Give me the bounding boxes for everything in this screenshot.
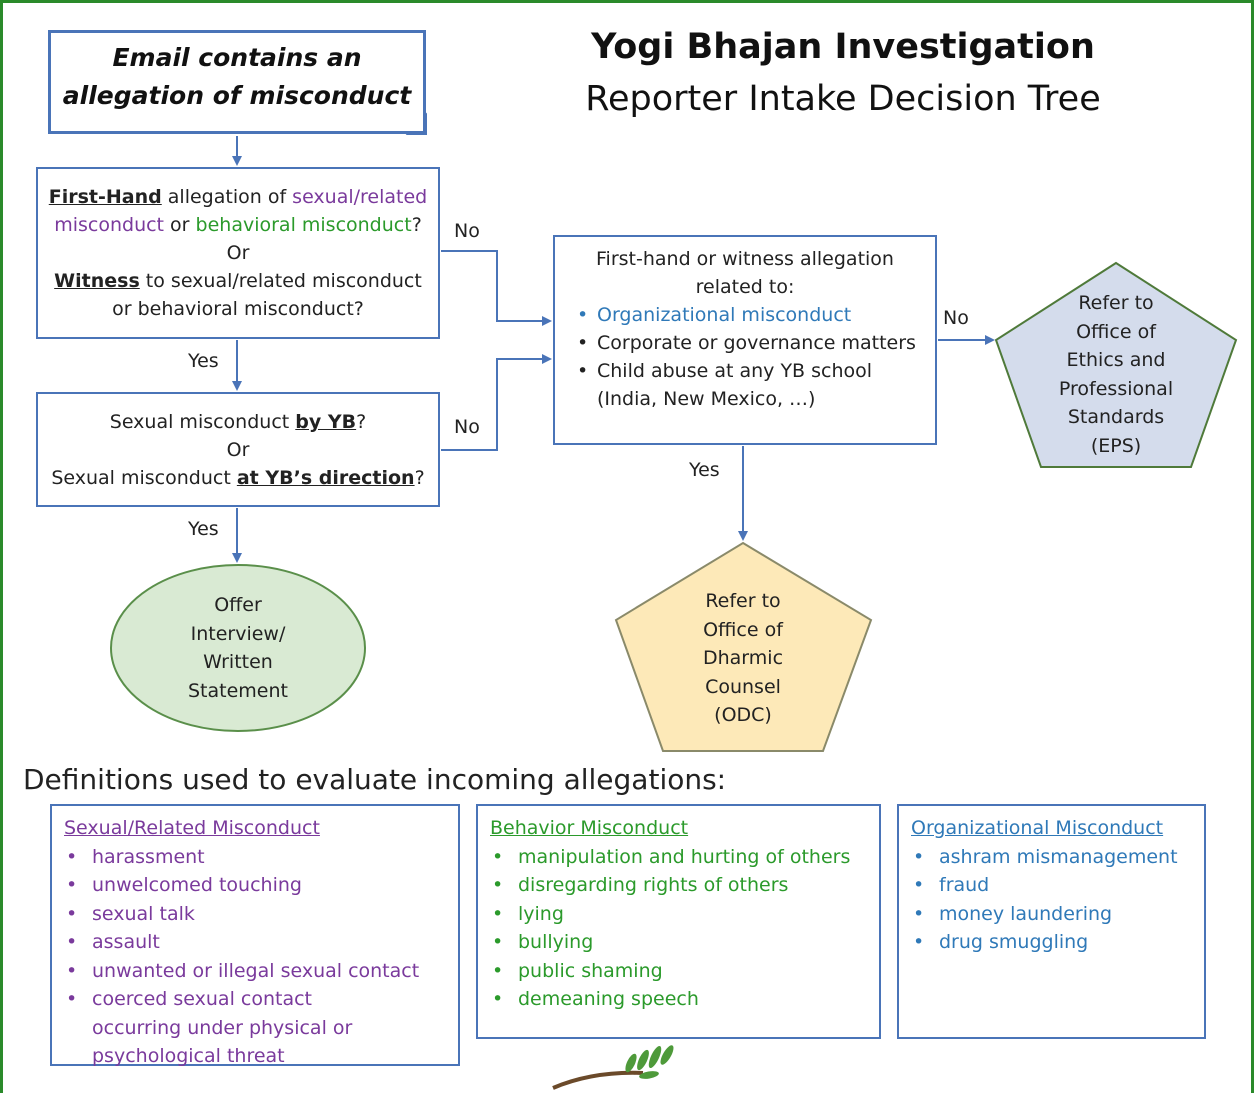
definition-list-organizational: ashram mismanagement fraud money launder… <box>911 843 1192 957</box>
interview-outcome-text: Offer Interview/ Written Statement <box>158 591 318 705</box>
definition-item: bullying <box>490 928 867 957</box>
witness-rest-text: to sexual/related misconduct or behavior… <box>112 270 422 320</box>
question1-line-b: Witness to sexual/related misconduct or … <box>48 267 428 323</box>
connector-q2-no-to-q3 <box>441 354 552 451</box>
interview-line: Interview/ <box>190 622 286 645</box>
interview-line: Offer <box>214 594 262 616</box>
definition-item: manipulation and hurting of others <box>490 843 867 872</box>
question-organizational-allegation: First-hand or witness allegation related… <box>553 235 937 445</box>
connector-q1-no-to-q3 <box>441 250 552 326</box>
definition-item: public shaming <box>490 957 867 986</box>
question1-or: Or <box>226 242 250 264</box>
definition-item: disregarding rights of others <box>490 871 867 900</box>
edge-label-q1-no: No <box>454 220 480 242</box>
question3-list: Organizational misconduct Corporate or g… <box>569 301 921 413</box>
connectors-layer <box>110 112 1238 1090</box>
odc-line: Office of <box>703 618 783 641</box>
definition-item: unwelcomed touching <box>64 871 446 900</box>
question3-item: Corporate or governance matters <box>569 329 921 357</box>
start-node-line-1: Email contains an <box>112 43 362 72</box>
odc-line: Dharmic <box>702 647 784 669</box>
eps-line: Ethics and <box>1066 349 1166 371</box>
sexual-related-text: sexual/related misconduct <box>54 186 428 236</box>
question3-item: Child abuse at any YB school (India, New… <box>569 357 921 413</box>
odc-outcome-text: Refer to Office of Dharmic Counsel (ODC) <box>663 587 823 730</box>
definition-item: sexual talk <box>64 900 446 929</box>
title-line-2: Reporter Intake Decision Tree <box>585 79 1101 119</box>
definition-item: coerced sexual contact occurring under p… <box>64 985 392 1071</box>
eps-line: Professional <box>1058 377 1174 400</box>
odc-line: (ODC) <box>714 704 772 726</box>
definition-item: lying <box>490 900 867 929</box>
definition-item: harassment <box>64 843 446 872</box>
q2-qmark2: ? <box>414 467 425 489</box>
interview-line: Statement <box>188 679 288 702</box>
start-node-text: Email contains an allegation of miscondu… <box>51 33 423 115</box>
definition-list-sexual: harassment unwelcomed touching sexual ta… <box>64 843 446 1071</box>
first-hand-label: First-Hand <box>48 186 162 208</box>
definition-item: demeaning speech <box>490 985 867 1014</box>
question3-heading: First-hand or witness allegation related… <box>596 248 894 298</box>
eps-line: Refer to <box>1078 292 1154 314</box>
definition-item: unwanted or illegal sexual contact <box>64 957 446 986</box>
question-mark-1: ? <box>411 214 422 236</box>
question3-item: Organizational misconduct <box>569 301 921 329</box>
edge-label-q2-yes: Yes <box>188 518 219 540</box>
definitions-heading: Definitions used to evaluate incoming al… <box>23 763 727 796</box>
at-direction-label: at YB’s direction <box>236 467 415 489</box>
behavioral-text: behavioral misconduct <box>195 214 412 236</box>
witness-label: Witness <box>54 270 140 292</box>
definition-item: ashram mismanagement <box>911 843 1192 872</box>
start-node-line-2: allegation of misconduct <box>62 81 412 110</box>
eps-outcome-text: Refer to Office of Ethics and Profession… <box>1036 289 1196 460</box>
q2-qmark: ? <box>356 411 367 433</box>
definition-title-sexual: Sexual/Related Misconduct <box>64 817 320 839</box>
title-line-1: Yogi Bhajan Investigation <box>591 27 1095 67</box>
question2-line-a: Sexual misconduct by YB? <box>46 408 430 436</box>
q2-part2: Sexual misconduct <box>51 467 237 489</box>
odc-line: Refer to <box>705 590 781 612</box>
eps-outcome-shape <box>994 261 1238 468</box>
eps-line: Standards <box>1067 406 1165 428</box>
or-word-text: or <box>164 214 196 236</box>
odc-line: Counsel <box>705 675 781 698</box>
olive-branch-icon <box>552 1045 674 1090</box>
question1-line-a: First-Hand allegation of sexual/related … <box>48 183 428 239</box>
allegation-of-text: allegation of <box>161 186 293 208</box>
definition-box-sexual: Sexual/Related Misconduct harassment unw… <box>50 804 460 1067</box>
question2-or: Or <box>226 439 250 461</box>
question-firsthand-or-witness: First-Hand allegation of sexual/related … <box>36 167 440 339</box>
definition-box-behavior: Behavior Misconduct manipulation and hur… <box>476 804 881 1039</box>
interview-line: Written <box>203 651 273 673</box>
start-node: Email contains an allegation of miscondu… <box>48 30 426 134</box>
definition-box-organizational: Organizational Misconduct ashram mismana… <box>897 804 1206 1039</box>
definition-list-behavior: manipulation and hurting of others disre… <box>490 843 867 1014</box>
definition-title-organizational: Organizational Misconduct <box>911 817 1164 839</box>
odc-outcome-shape <box>614 541 873 752</box>
definition-item: fraud <box>911 871 1192 900</box>
question-yb-sexual-misconduct: Sexual misconduct by YB? Or Sexual misco… <box>36 392 440 507</box>
edge-label-q1-yes: Yes <box>188 350 219 372</box>
edge-label-q2-no: No <box>454 416 480 438</box>
interview-outcome-shape <box>110 564 366 732</box>
eps-line: (EPS) <box>1090 434 1142 457</box>
definition-item: drug smuggling <box>911 928 1192 957</box>
definition-item: assault <box>64 928 446 957</box>
question2-line-b: Sexual misconduct at YB’s direction? <box>46 464 430 492</box>
definition-title-behavior: Behavior Misconduct <box>490 817 689 839</box>
eps-line: Office of <box>1076 320 1156 343</box>
edge-label-q3-no: No <box>943 307 969 329</box>
edge-label-q3-yes: Yes <box>689 459 720 481</box>
q2-part1: Sexual misconduct <box>109 411 296 433</box>
definition-item: money laundering <box>911 900 1192 929</box>
by-yb-label: by YB <box>295 411 357 433</box>
